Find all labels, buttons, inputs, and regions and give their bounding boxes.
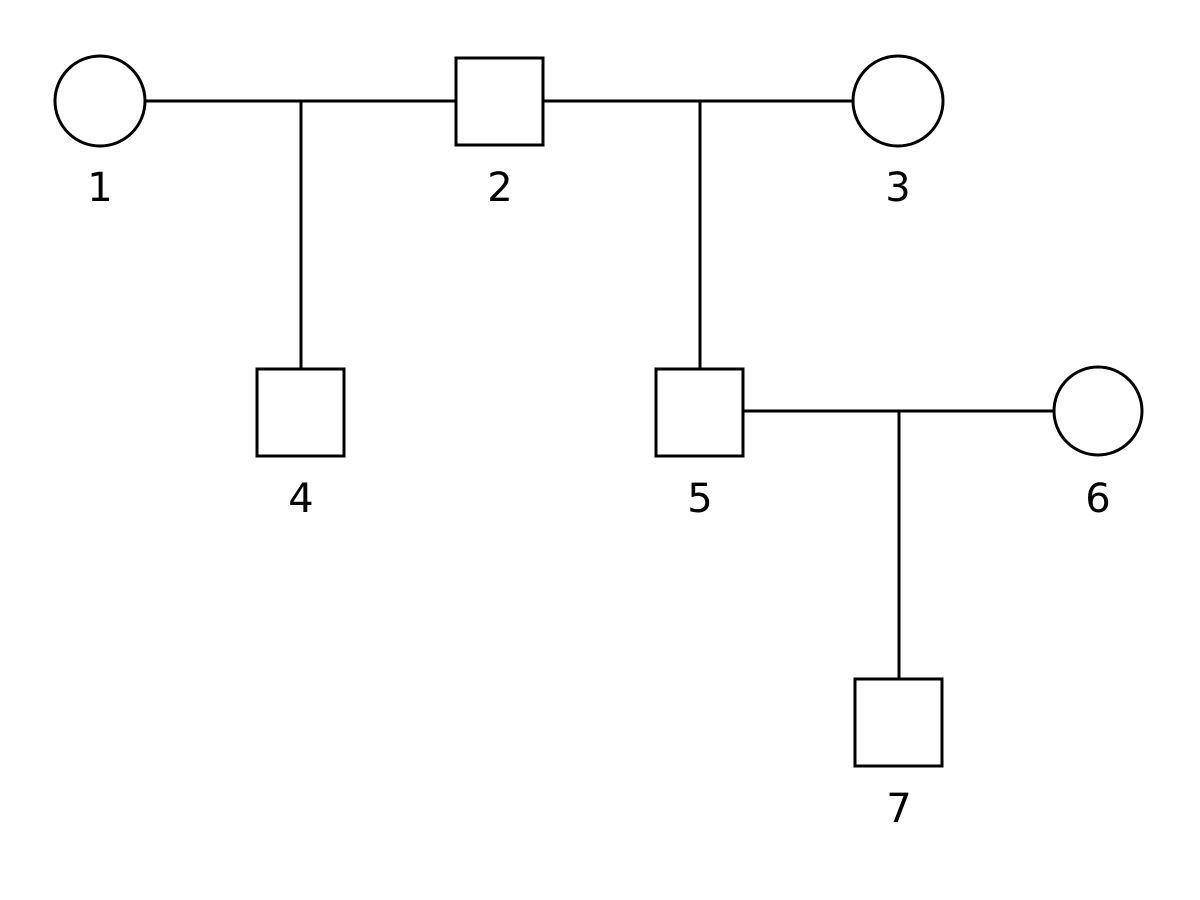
individual-label-7: 7 [886, 786, 912, 832]
individual-symbol-6[interactable] [1052, 365, 1144, 457]
individual-symbol-2[interactable] [454, 56, 545, 147]
individual-label-5: 5 [687, 476, 713, 522]
individual-symbol-1[interactable] [53, 54, 147, 148]
individual-label-1: 1 [87, 165, 113, 211]
individual-label-6: 6 [1085, 476, 1111, 522]
individual-symbol-4[interactable] [255, 367, 346, 458]
individual-symbols-group [53, 54, 1144, 768]
individual-symbol-5[interactable] [654, 367, 745, 458]
individual-symbol-3[interactable] [851, 54, 945, 148]
individual-symbol-7[interactable] [853, 677, 944, 768]
individual-label-3: 3 [885, 165, 911, 211]
union-lines-group [145, 99, 1054, 679]
individual-label-4: 4 [288, 476, 314, 522]
individual-label-2: 2 [487, 165, 513, 211]
